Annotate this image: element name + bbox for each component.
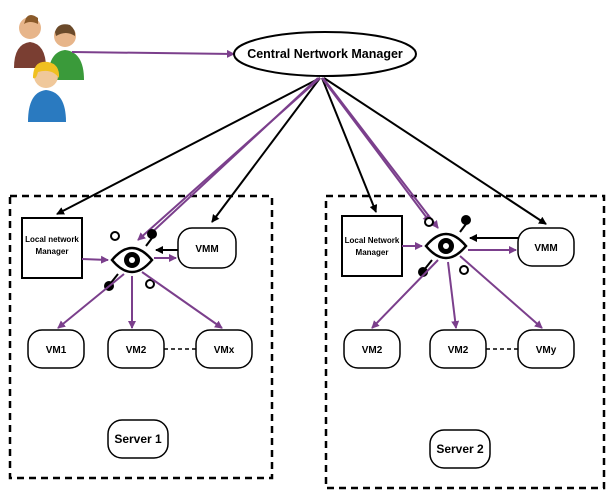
local-manager-2-line1: Local Network: [345, 236, 400, 245]
vm-1-2-label: VM2: [126, 345, 147, 356]
vm-box-2-3: [517, 329, 575, 369]
vm-box-1-3: [195, 329, 253, 369]
server1-label: Server 1: [114, 432, 162, 446]
vmm-1-label: VMM: [195, 244, 218, 255]
vm-1-1-label: VM1: [46, 345, 67, 356]
vmm-box-1: [177, 227, 237, 269]
central-network-manager: Central Nertwork Manager: [233, 31, 417, 77]
server2-label-box: [429, 429, 491, 469]
vm-2-3-label: VMy: [536, 345, 557, 356]
vm-box-1-1: [27, 329, 85, 369]
vm-2-2-label: VM2: [448, 345, 469, 356]
vmm-box-2: [517, 227, 575, 267]
vmm-2-label: VMM: [534, 243, 557, 254]
server1: Local network Manager VMM VM1 V: [21, 217, 253, 459]
local-manager-1-line1: Local network: [25, 235, 79, 244]
eye-monitor-icon: [418, 215, 471, 277]
users-to-manager-arrow: [71, 49, 235, 58]
server2: Local Network Manager VMM VM2 VM2 VMy: [341, 215, 575, 469]
eye-monitor-icon: [104, 229, 157, 291]
local-manager-box-1: [21, 217, 83, 279]
vm-2-1-label: VM2: [362, 345, 383, 356]
server1-boundary: [8, 194, 274, 480]
manager-black-arrows: [56, 77, 547, 225]
server1-label-box: [107, 419, 169, 459]
local-manager-1-line2: Manager: [36, 247, 69, 256]
central-manager-label: Central Nertwork Manager: [247, 47, 403, 61]
local-manager-2-line2: Manager: [356, 248, 389, 257]
local-manager-box-2: [341, 215, 403, 277]
server2-boundary: [324, 194, 606, 490]
users-group-icon: [14, 15, 84, 122]
vm-box-2-1: [343, 329, 401, 369]
server2-label: Server 2: [436, 442, 484, 456]
vm-1-3-label: VMx: [214, 345, 235, 356]
manager-purple-arrows: [137, 77, 439, 241]
